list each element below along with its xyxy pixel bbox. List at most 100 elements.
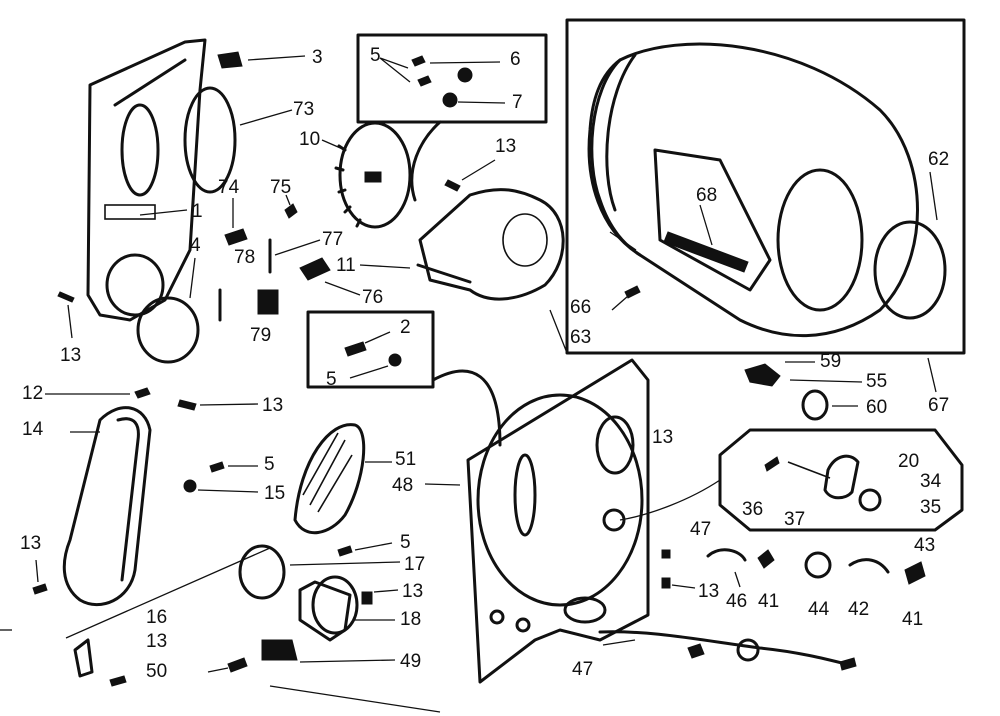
callout-44: 44 [808,599,830,620]
switch-74 [224,228,248,246]
callout-55: 55 [866,371,888,392]
switch-59 [744,363,781,387]
screw-5-d [337,545,353,557]
ring-62 [873,220,947,320]
callout-77: 77 [322,229,344,250]
callout-5-c: 5 [264,454,275,475]
rear-bulkhead-48 [466,358,650,684]
callout-14: 14 [22,419,44,440]
callout-35: 35 [920,497,942,518]
callout-5-d: 5 [400,532,411,553]
callout-48: 48 [392,475,414,496]
callout-73: 73 [293,99,315,120]
callout-20: 20 [898,451,920,472]
callout-66: 66 [570,297,592,318]
callout-49: 49 [400,651,422,672]
callout-67: 67 [928,395,950,416]
callout-50: 50 [146,661,168,682]
duct-14 [62,406,152,606]
inset-connector-b [431,369,502,447]
bracket-47-b [687,643,705,659]
callout-4: 4 [190,235,201,256]
callout-13-f: 13 [402,581,424,602]
screw-13-g [661,577,671,589]
motor-cap-18 [298,575,359,642]
screw-63 [624,285,641,299]
actuator-76 [299,257,331,281]
blower-wheel-10 [334,121,412,229]
callout-51: 51 [395,449,417,470]
bracket-41-b [904,561,926,585]
callout-60: 60 [866,397,888,418]
screw-50 [227,657,248,673]
felt-seal-4 [136,296,200,364]
callout-42: 42 [848,599,870,620]
clip-12 [134,387,151,399]
callout-37: 37 [784,509,806,530]
callout-7: 7 [512,92,523,113]
callout-76: 76 [362,287,384,308]
hardware-inset-5-6-7 [356,33,548,124]
callout-3: 3 [312,47,323,68]
screw-13-f [361,591,373,605]
callout-5-a: 5 [370,45,381,66]
switch-49 [261,639,298,661]
idler-inset [718,428,964,532]
callout-13-c: 13 [262,395,284,416]
callout-18: 18 [400,609,422,630]
idler-connector [619,479,721,521]
part-75 [284,203,298,219]
spring-46 [706,548,747,562]
belt-path [598,630,852,667]
callout-75: 75 [270,177,292,198]
callout-1: 1 [192,201,203,222]
callout-47-b: 47 [572,659,594,680]
callout-36: 36 [742,499,764,520]
callout-10: 10 [299,129,321,150]
callout-5-b: 5 [326,369,337,390]
nut-15 [183,479,197,493]
bracket-41-a [757,549,775,569]
callout-17: 17 [404,554,426,575]
cap-60 [801,389,829,421]
drum-inset-box [565,18,966,355]
bracket-16 [73,638,94,678]
callout-63: 63 [570,327,592,348]
callout-11: 11 [336,255,356,276]
callout-13-d: 13 [652,427,674,448]
callout-13-b: 13 [60,345,82,366]
switch-79 [257,289,279,315]
pulley-b [736,638,760,662]
callout-43: 43 [914,535,936,556]
pulley-44 [804,551,832,579]
callout-16: 16 [146,607,168,628]
bracket-3 [217,51,243,69]
callout-41-a: 41 [758,591,780,612]
screw-5-c [209,461,225,473]
callout-59: 59 [820,351,842,372]
callout-13-a: 13 [495,136,517,157]
front-panel [86,38,207,322]
screw-13-h [109,675,127,687]
callout-62: 62 [928,149,950,170]
screw-13-c [177,399,197,411]
screw-13-d [32,583,48,595]
callout-2: 2 [400,317,411,338]
spring-42 [848,558,890,574]
bracket-c [839,657,857,671]
callout-47-a: 47 [690,519,712,540]
part-17 [238,544,286,600]
callout-15: 15 [264,483,286,504]
hardware-inset-2-5 [306,310,435,389]
callout-13-g: 13 [698,581,720,602]
callout-13-e: 13 [20,533,42,554]
callout-34: 34 [920,471,942,492]
callout-13-h: 13 [146,631,168,652]
callout-6: 6 [510,49,521,70]
screw-47-a [661,549,671,559]
callout-79: 79 [250,325,272,346]
screw-13-a [57,291,75,303]
callout-41-b: 41 [902,609,924,630]
